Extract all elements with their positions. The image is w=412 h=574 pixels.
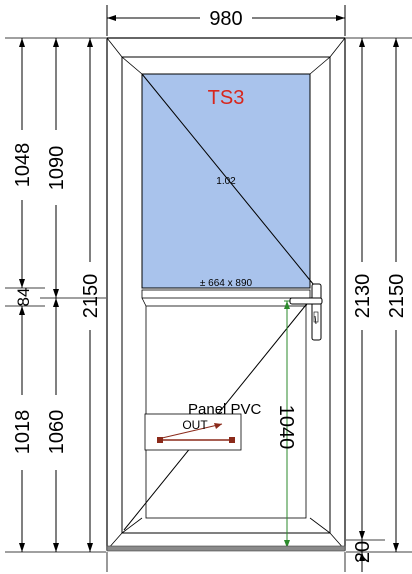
dim-1018: 1018 xyxy=(12,410,34,455)
direction-out: OUT xyxy=(182,418,208,432)
bottom-ticks xyxy=(106,552,346,572)
dim-2130: 2130 xyxy=(352,274,374,319)
top-width-dimension: 980 xyxy=(106,5,346,36)
dim-1040: 1040 xyxy=(275,405,297,450)
panel-label: Panel PVC OUT xyxy=(144,401,262,451)
panel-label-text: Panel PVC xyxy=(188,401,262,418)
glass-size: ± 664 x 890 xyxy=(200,278,253,289)
lower-panel xyxy=(145,305,307,519)
door-handle xyxy=(289,283,323,341)
dim-left-2150: 2150 xyxy=(80,274,102,319)
dim-84: 84 xyxy=(14,288,33,307)
right-dimensions: 2130 2150 20 xyxy=(346,37,412,572)
left-dimensions: 1048 84 1018 1090 1060 2150 xyxy=(5,37,106,553)
glass-area: 1.02 xyxy=(216,176,236,187)
width-label: 980 xyxy=(209,8,242,30)
glass-pane: TS3 1.02 ± 664 x 890 xyxy=(141,73,311,289)
dim-1060: 1060 xyxy=(46,410,68,455)
dim-1090: 1090 xyxy=(46,146,68,191)
opening-lines xyxy=(123,73,319,531)
glass-tag: TS3 xyxy=(208,87,245,109)
dim-20: 20 xyxy=(352,541,374,563)
dim-1048: 1048 xyxy=(12,143,34,188)
threshold xyxy=(106,545,346,552)
dim-right-2150: 2150 xyxy=(386,274,408,319)
